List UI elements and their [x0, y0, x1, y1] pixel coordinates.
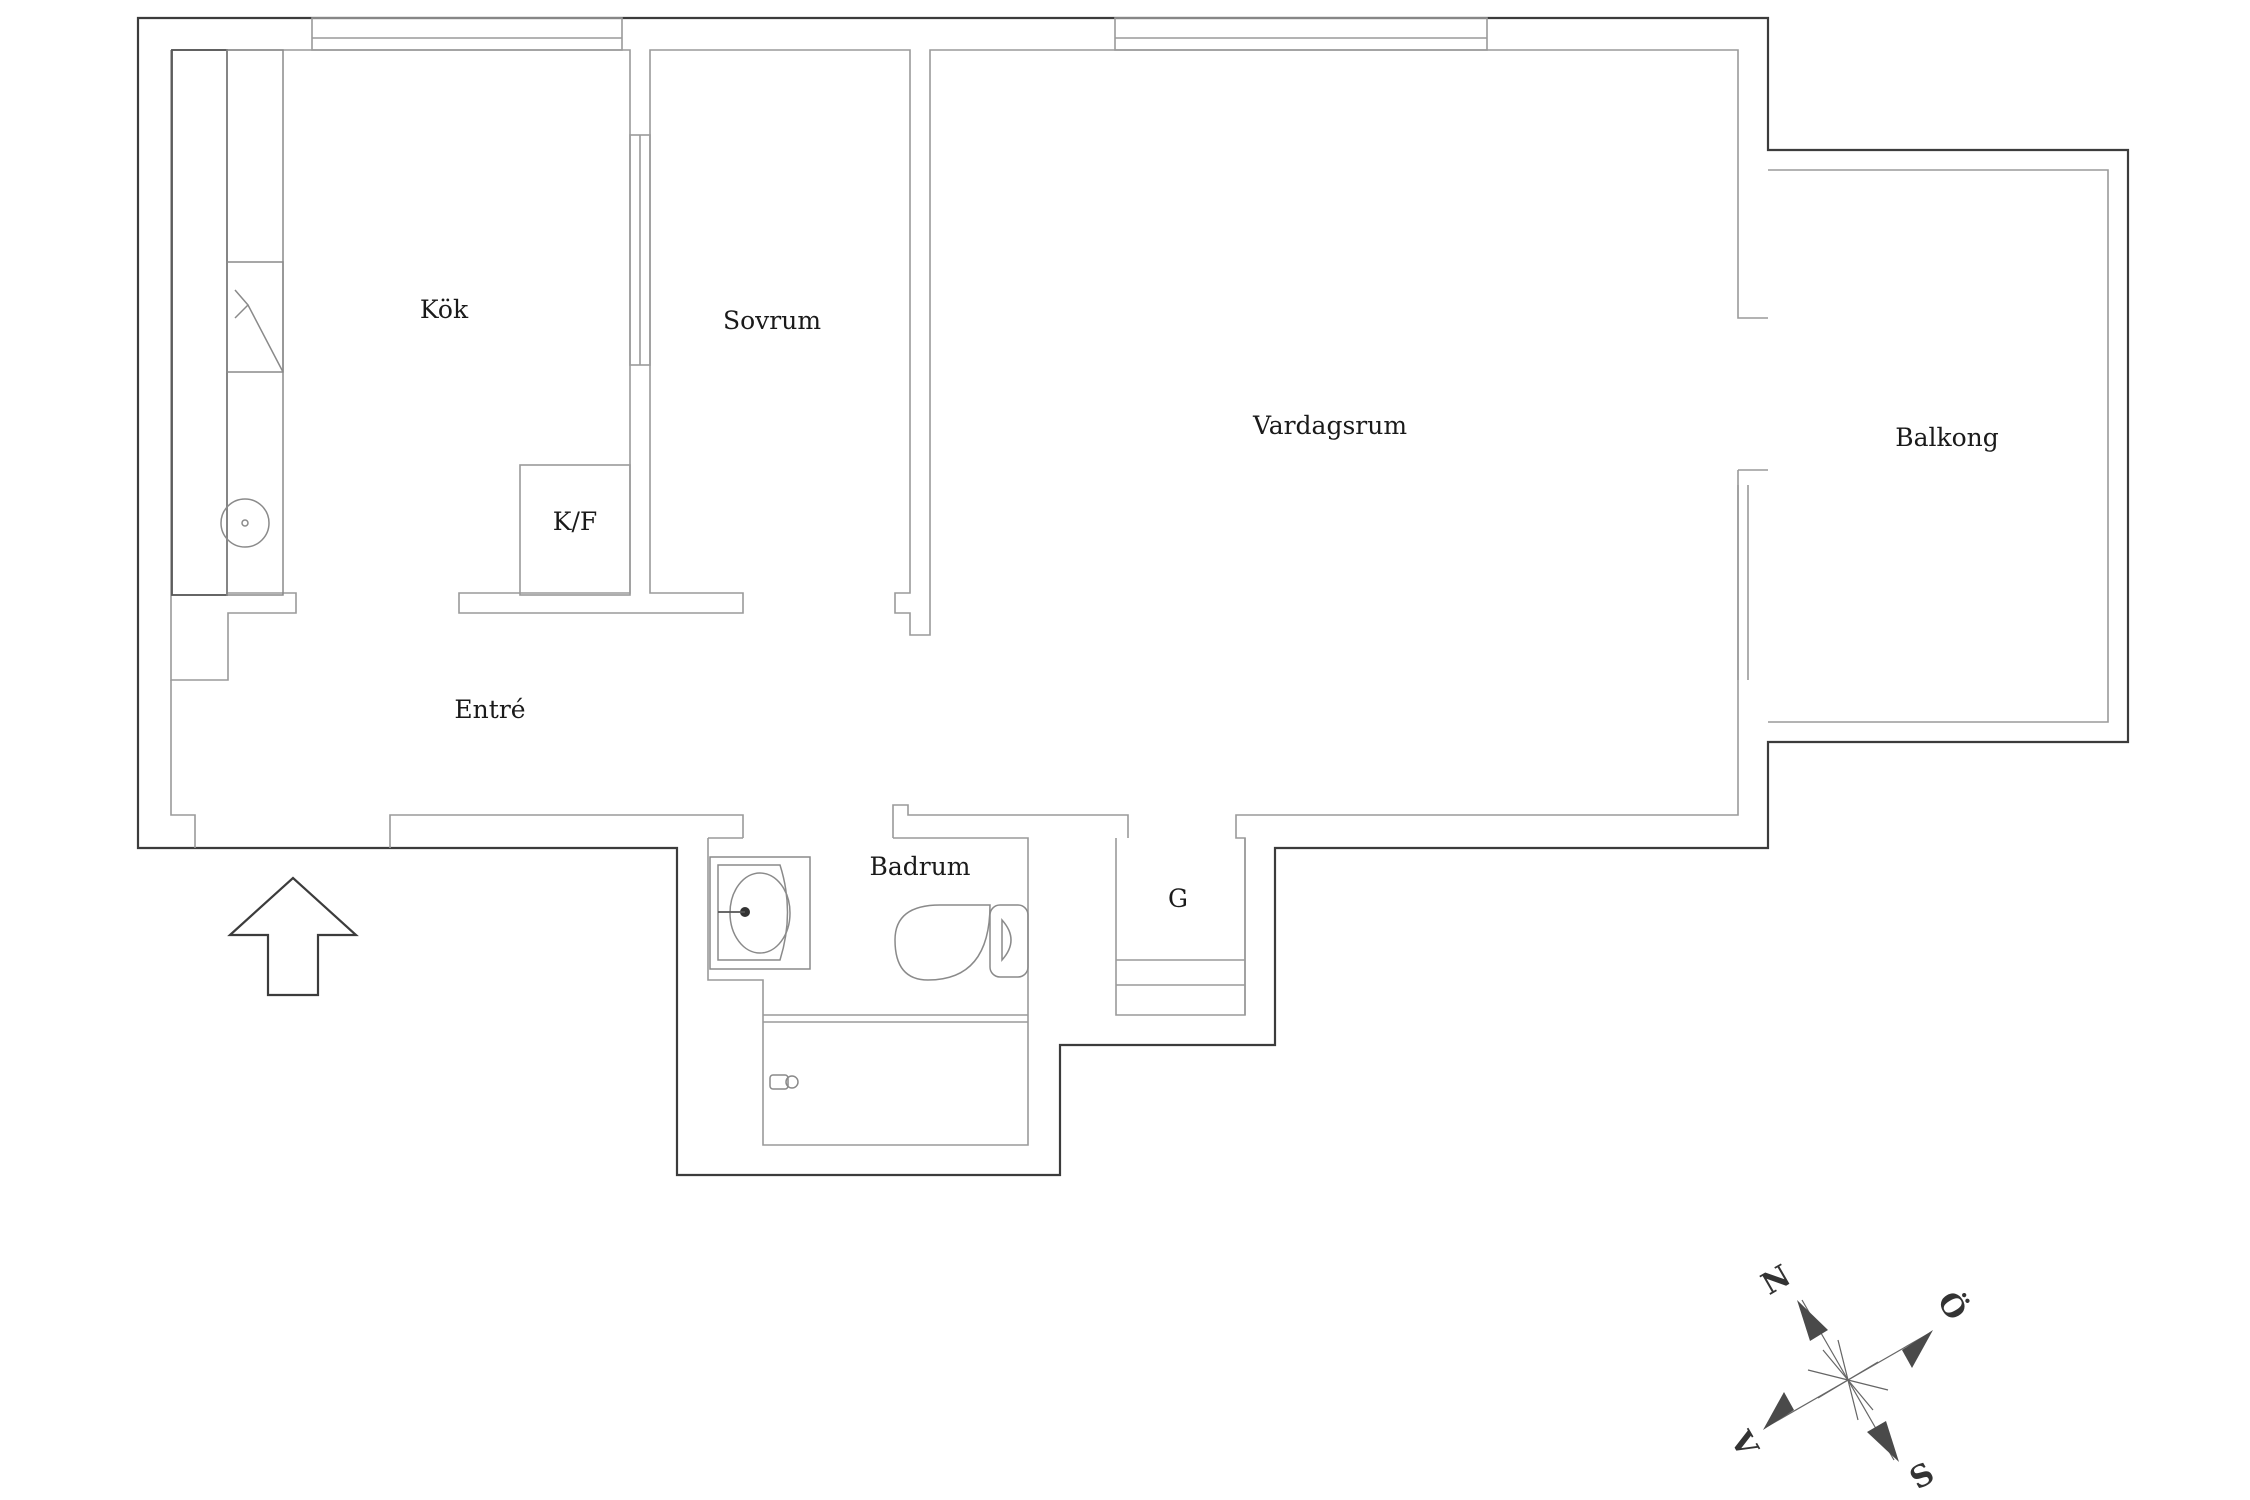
compass-label-west: V: [1722, 1425, 1765, 1464]
room-label-g: G: [1168, 884, 1188, 913]
kitchen-counter: [171, 49, 284, 596]
room-label-balkong: Balkong: [1895, 423, 1999, 452]
fridge-freezer: [519, 464, 631, 596]
outer-walls: [136, 16, 2130, 1177]
bathroom-fixtures: [709, 856, 1029, 1090]
compass-north-arrow: [1797, 1300, 1828, 1341]
compass-south-arrow: [1867, 1421, 1899, 1462]
room-labels: Kök Sovrum K/F Vardagsrum Balkong Entré …: [420, 295, 1999, 913]
room-label-entre: Entré: [454, 695, 525, 724]
room-label-sovrum: Sovrum: [723, 306, 821, 335]
compass-label-south: S: [1904, 1456, 1940, 1497]
entrance-arrow-icon: [227, 876, 359, 997]
compass-label-east: Ö: [1930, 1285, 1975, 1326]
compass-east-arrow: [1902, 1330, 1933, 1368]
compass-label-north: N: [1756, 1258, 1797, 1302]
windows: [311, 17, 1488, 366]
room-label-kf: K/F: [553, 507, 597, 536]
room-label-vardagsrum: Vardagsrum: [1252, 411, 1407, 440]
room-label-kok: Kök: [420, 295, 469, 324]
room-label-badrum: Badrum: [869, 852, 970, 881]
compass-rose-icon: N Ö S V: [1722, 1258, 1975, 1497]
compass-west-arrow: [1763, 1392, 1794, 1430]
